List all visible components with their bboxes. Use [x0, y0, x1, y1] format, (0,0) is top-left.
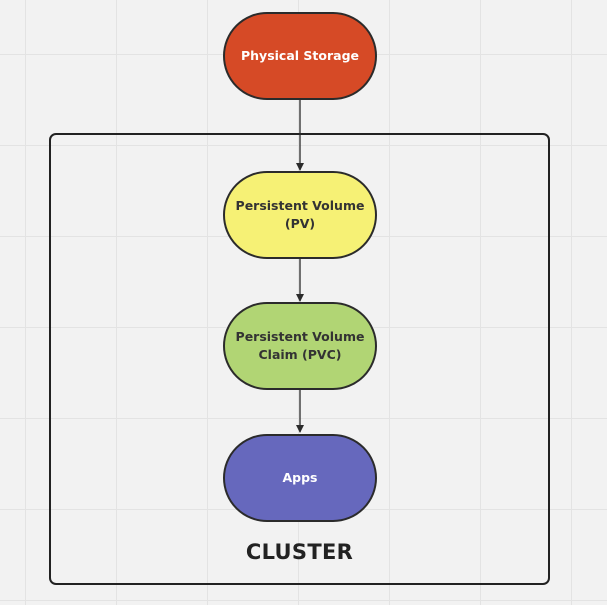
- physical-storage-label: Physical Storage: [240, 48, 359, 63]
- cluster-label: CLUSTER: [245, 540, 354, 564]
- persistent-volume-node[interactable]: Persistent Volume (PV): [223, 171, 377, 259]
- persistent-volume-label: Persistent Volume (PV): [235, 198, 365, 231]
- persistent-volume-claim-node[interactable]: Persistent Volume Claim (PVC): [223, 302, 377, 390]
- persistent-volume-claim-label: Persistent Volume Claim (PVC): [235, 329, 365, 362]
- apps-label: Apps: [282, 470, 318, 485]
- physical-storage-node[interactable]: Physical Storage: [223, 12, 377, 100]
- apps-node[interactable]: Apps: [223, 434, 377, 522]
